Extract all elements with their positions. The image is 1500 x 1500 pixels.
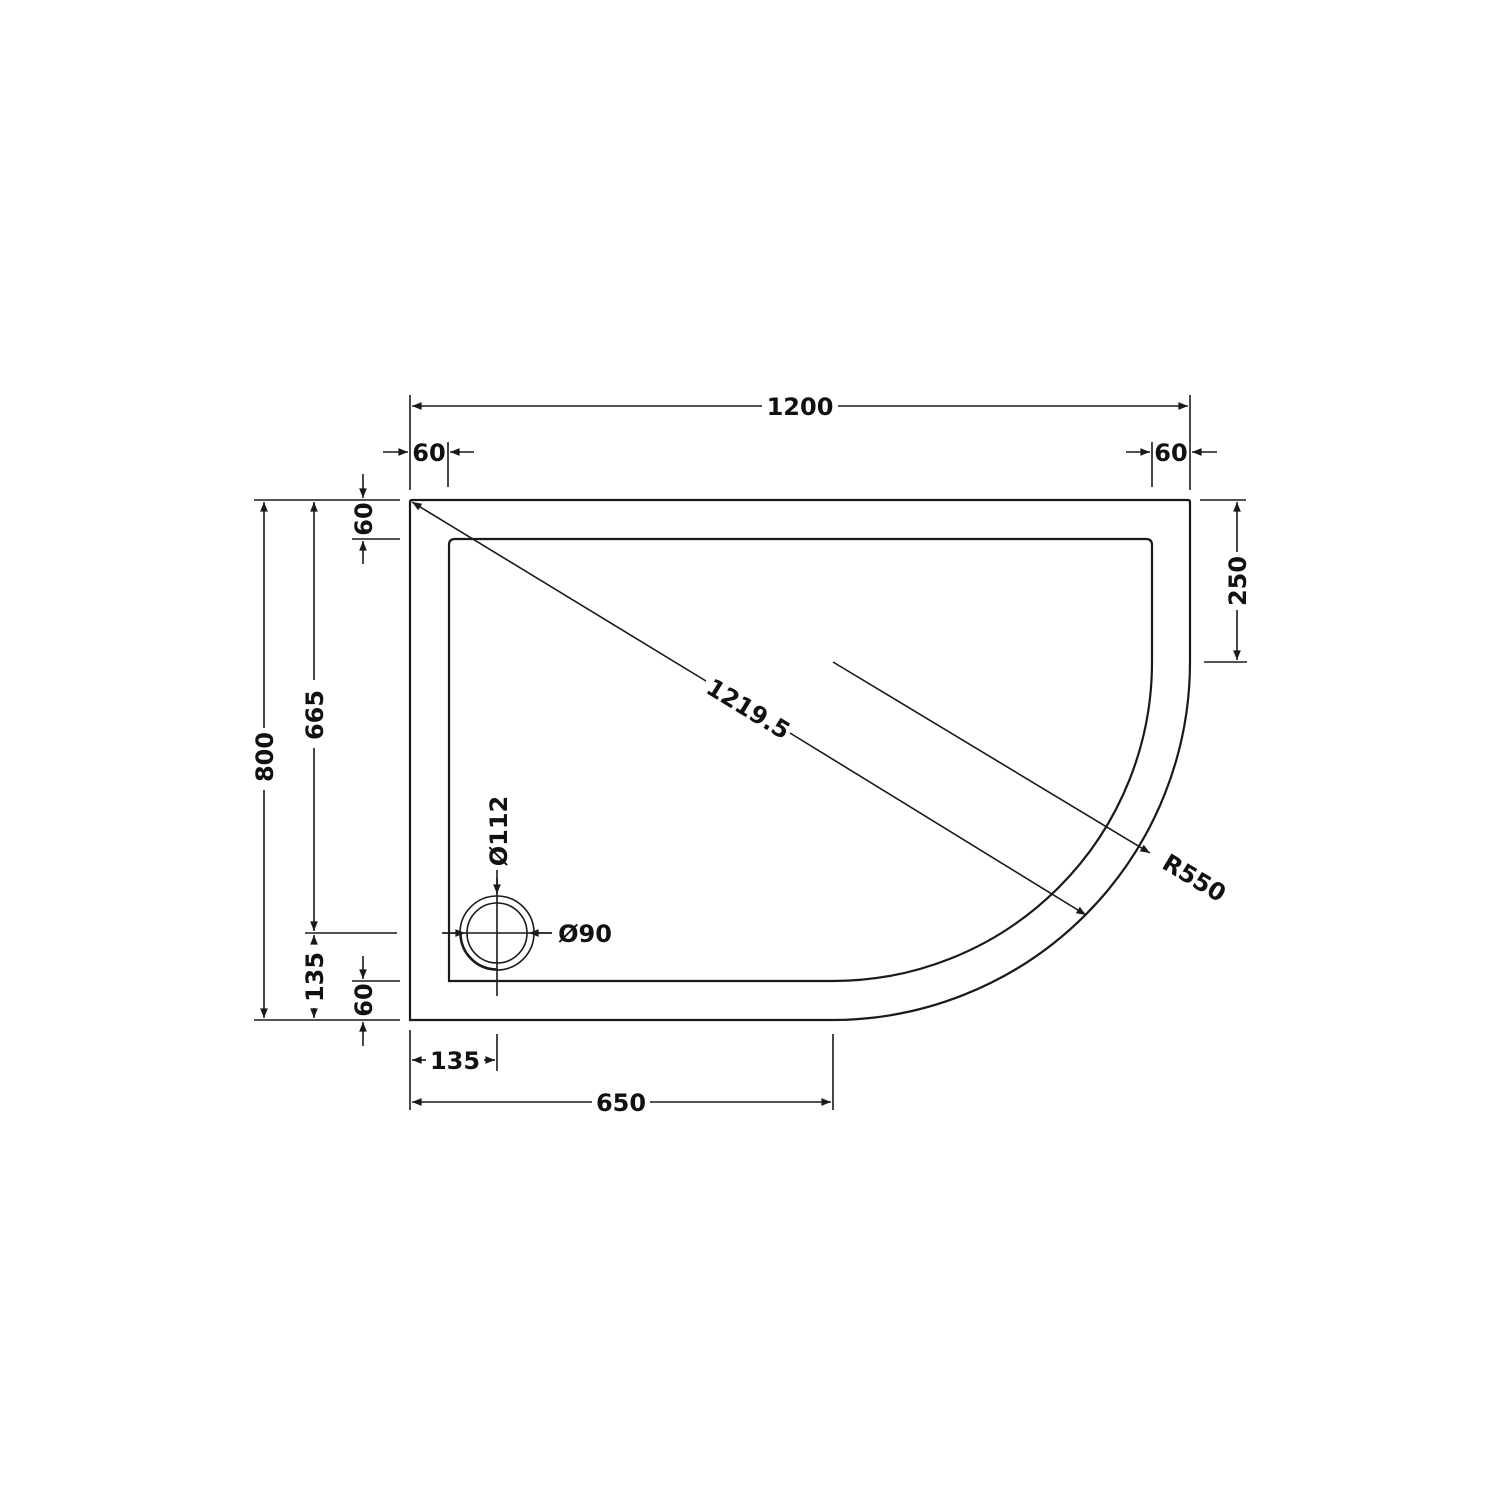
dim-label-r550: R550 <box>1158 848 1231 907</box>
dim-rim-left: 60 <box>383 439 474 487</box>
dim-waste-outer: Ø112 <box>485 796 513 895</box>
dim-label-d90: Ø90 <box>558 920 612 948</box>
dim-label-665: 665 <box>301 690 329 740</box>
dim-label-135-horizontal: 135 <box>430 1047 480 1075</box>
dim-rim-right: 60 <box>1126 439 1217 487</box>
dim-overall-width: 1200 <box>409 393 1191 490</box>
waste-outlet <box>442 878 552 996</box>
dim-label-650: 650 <box>596 1089 646 1117</box>
dim-overall-depth: 800 <box>251 499 400 1021</box>
dim-rim-bottom: 60 <box>350 956 400 1046</box>
dim-straight-side: 250 <box>1200 499 1252 663</box>
dim-diagonal: 1219.5 <box>411 501 1087 916</box>
dim-label-135-vertical: 135 <box>301 952 329 1002</box>
dim-depth-to-waste: 665 <box>301 501 397 934</box>
dim-straight-bottom: 650 <box>412 1034 834 1117</box>
dim-label-60-top: 60 <box>350 502 378 535</box>
dim-radius: R550 <box>832 661 1231 908</box>
dim-label-d112: Ø112 <box>485 796 513 867</box>
tray-inner-outline <box>447 537 1154 983</box>
dim-waste-inner: Ø90 <box>442 920 612 948</box>
dim-label-1200: 1200 <box>767 393 834 421</box>
dim-label-60-left: 60 <box>412 439 445 467</box>
dim-label-60-right: 60 <box>1154 439 1187 467</box>
dim-label-800: 800 <box>251 732 279 782</box>
dim-label-1219-5: 1219.5 <box>701 673 795 745</box>
dim-label-250: 250 <box>1224 556 1252 606</box>
dim-label-60-bottom: 60 <box>350 983 378 1016</box>
dim-waste-from-left: 135 <box>409 1030 498 1110</box>
dim-waste-from-bottom: 135 <box>301 934 329 1019</box>
tray-outer-outline <box>408 498 1192 1022</box>
dim-rim-top: 60 <box>350 474 400 564</box>
